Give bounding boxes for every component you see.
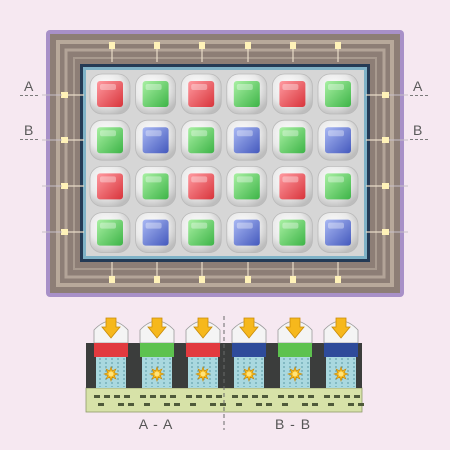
green-pixel	[279, 219, 306, 246]
bond-pad-top	[199, 42, 205, 49]
section-aa-caption: A - A	[138, 416, 174, 432]
section-a-dash-left	[20, 95, 38, 96]
bond-pad-bottom	[109, 276, 115, 283]
bond-pad-right	[382, 92, 389, 98]
green-pixel	[279, 127, 306, 154]
green-pixel	[233, 173, 260, 200]
blue-pixel	[233, 127, 260, 154]
green-pixel	[188, 219, 215, 246]
light-arrow-icon	[101, 317, 121, 339]
bond-pad-left	[61, 183, 68, 189]
section-b-marker-left: B	[24, 122, 34, 138]
bond-pads	[42, 42, 408, 283]
blue-pixel	[325, 219, 351, 246]
red-pixel	[188, 81, 215, 107]
bond-pad-bottom	[245, 276, 251, 283]
blue-pixel	[233, 219, 260, 246]
green-pixel	[325, 81, 351, 107]
light-arrow-icon	[193, 317, 213, 339]
bond-pad-bottom	[335, 276, 341, 283]
green-pixel	[97, 219, 123, 246]
pixel-grid	[89, 73, 359, 254]
section-b-dash-right	[410, 139, 428, 140]
red-pixel	[188, 173, 215, 200]
bond-pad-top	[335, 42, 341, 49]
section-b-marker-right: B	[413, 122, 423, 138]
green-pixel	[142, 173, 169, 200]
bond-pad-top	[290, 42, 296, 49]
section-a-marker-left: A	[24, 78, 34, 94]
bond-pad-left	[61, 92, 68, 98]
red-pixel	[279, 173, 306, 200]
bond-pad-top	[245, 42, 251, 49]
blue-pixel	[142, 219, 169, 246]
bond-pad-right	[382, 229, 389, 235]
bond-pad-bottom	[199, 276, 205, 283]
green-color-filter	[140, 343, 174, 357]
section-bb-caption: B - B	[274, 416, 312, 432]
green-pixel	[233, 81, 260, 107]
bond-pad-top	[154, 42, 160, 49]
bond-pad-left	[61, 229, 68, 235]
section-a-dash-right	[410, 95, 428, 96]
section-a-marker-right: A	[413, 78, 423, 94]
blue-pixel	[142, 127, 169, 154]
cross-section-view	[85, 316, 364, 430]
green-pixel	[188, 127, 215, 154]
bond-pad-left	[61, 137, 68, 143]
bond-pad-right	[382, 183, 389, 189]
bond-pad-bottom	[290, 276, 296, 283]
red-color-filter	[94, 343, 128, 357]
light-arrow-icon	[239, 317, 259, 339]
red-pixel	[97, 81, 123, 107]
light-arrow-icon	[147, 317, 167, 339]
section-b-dash-left	[20, 139, 38, 140]
green-pixel	[142, 81, 169, 107]
bond-pad-right	[382, 137, 389, 143]
green-pixel	[97, 127, 123, 154]
blue-color-filter	[324, 343, 358, 357]
red-pixel	[97, 173, 123, 200]
bond-pad-bottom	[154, 276, 160, 283]
light-arrow-icon	[285, 317, 305, 339]
red-pixel	[279, 81, 306, 107]
red-color-filter	[186, 343, 220, 357]
blue-color-filter	[232, 343, 266, 357]
green-pixel	[325, 173, 351, 200]
light-arrow-icon	[331, 317, 351, 339]
blue-pixel	[325, 127, 351, 154]
green-color-filter	[278, 343, 312, 357]
bond-pad-top	[109, 42, 115, 49]
